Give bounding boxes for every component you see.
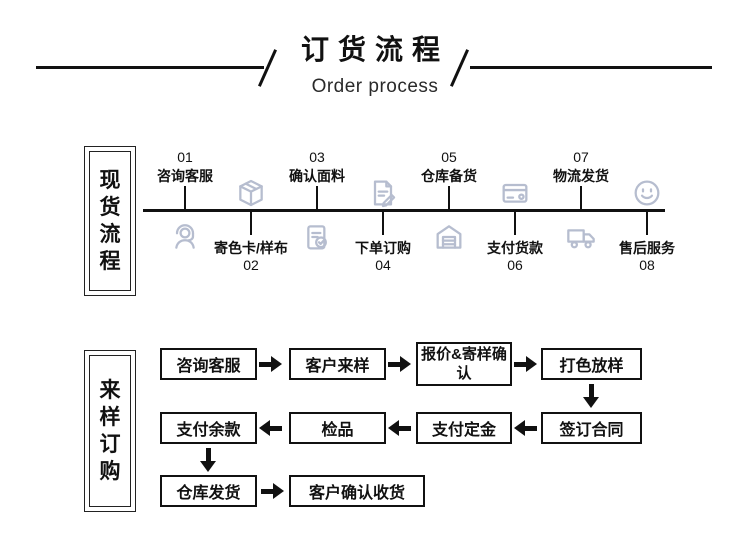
step-number: 07 [573,149,589,165]
smiley-face-icon [631,177,663,209]
sample-section-box-inner: 来样订购 [89,355,131,507]
step-number: 01 [177,149,193,165]
customer-service-icon [169,221,201,253]
step-number: 08 [639,257,655,273]
header-rule-left [36,66,264,69]
step-label: 仓库备货 [421,168,477,184]
flow-node-inspection: 检品 [289,412,386,444]
arrow-right-icon [259,356,282,372]
timeline-step-08: 售后服务 08 [592,146,702,278]
arrow-right-icon [261,483,284,499]
payment-card-icon [499,177,531,209]
arrow-down-icon [200,448,216,472]
step-number: 02 [243,257,259,273]
timeline-step-06: 支付货款 06 [460,146,570,278]
arrow-left-icon [514,420,537,436]
page-title: 订货流程 [300,34,449,65]
step-label: 咨询客服 [157,168,213,184]
stock-section-box-inner: 现货流程 [89,151,131,291]
step-label: 售后服务 [619,240,675,256]
flow-node-warehouse-ship: 仓库发货 [160,475,257,507]
timeline-step-01: 01 咨询客服 [130,146,240,278]
arrow-right-icon [388,356,411,372]
step-label: 寄色卡/样布 [214,240,288,256]
delivery-truck-icon [565,221,597,253]
clipboard-check-icon [301,221,333,253]
flow-node-customer-receive: 客户确认收货 [289,475,425,507]
step-number: 05 [441,149,457,165]
step-label: 物流发货 [553,168,609,184]
step-tick [514,212,516,235]
step-label: 支付货款 [487,240,543,256]
flow-node-quote-confirm: 报价&寄样确认 [416,342,512,386]
flow-node-customer-sample: 客户来样 [289,348,386,380]
sample-section-label: 来样订购 [99,379,121,483]
sample-section-box: 来样订购 [84,350,136,512]
step-number: 04 [375,257,391,273]
stock-section-box: 现货流程 [84,146,136,296]
step-tick [250,212,252,235]
timeline-step-05: 05 仓库备货 [394,146,504,278]
flow-node-color-proof: 打色放样 [541,348,642,380]
step-tick [316,186,318,209]
flow-node-sign-contract: 签订合同 [541,412,642,444]
step-label: 确认面料 [289,168,345,184]
parcel-box-icon [235,177,267,209]
flow-node-consult: 咨询客服 [160,348,257,380]
step-label: 下单订购 [355,240,411,256]
step-tick [448,186,450,209]
timeline-step-07: 07 物流发货 [526,146,636,278]
timeline-line [143,209,665,212]
stock-section-label: 现货流程 [99,169,121,273]
step-tick [580,186,582,209]
arrow-left-icon [259,420,282,436]
header-rule-right [470,66,712,69]
step-tick [184,186,186,209]
timeline-step-03: 03 确认面料 [262,146,372,278]
page-subtitle: Order process [311,76,439,97]
step-number: 03 [309,149,325,165]
arrow-down-icon [583,384,599,408]
timeline-step-04: 下单订购 04 [328,146,438,278]
order-document-icon [367,177,399,209]
warehouse-icon [433,221,465,253]
arrow-right-icon [514,356,537,372]
flow-node-pay-balance: 支付余款 [160,412,257,444]
step-tick [646,212,648,235]
flow-node-pay-deposit: 支付定金 [416,412,512,444]
step-number: 06 [507,257,523,273]
timeline-step-02: 寄色卡/样布 02 [196,146,306,278]
step-tick [382,212,384,235]
arrow-left-icon [388,420,411,436]
